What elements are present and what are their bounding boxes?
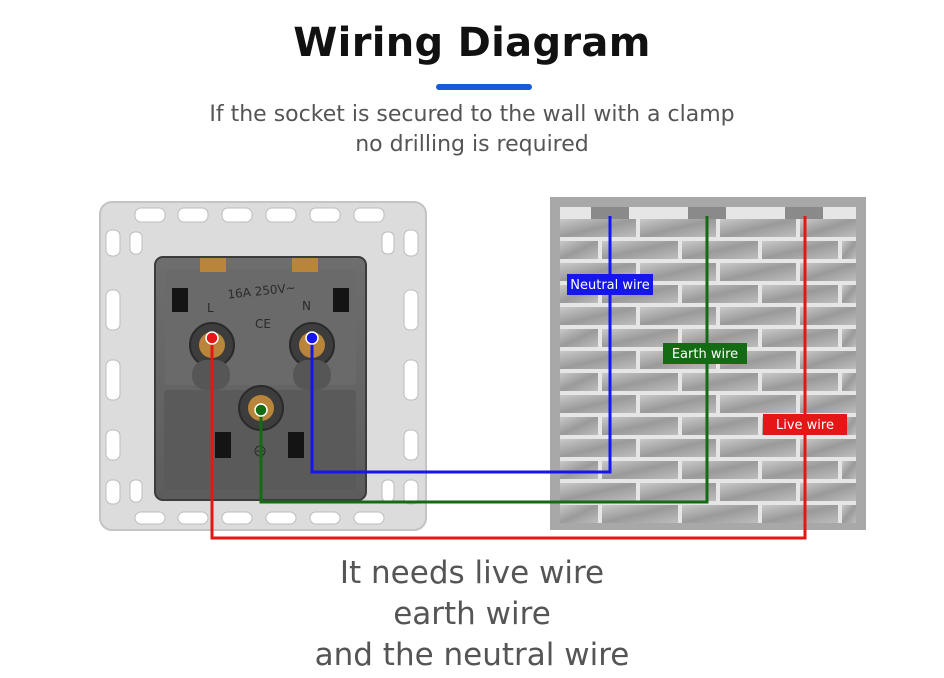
footer-line-3: and the neutral wire	[314, 637, 630, 673]
brick	[640, 263, 716, 281]
brick	[762, 285, 838, 303]
brick	[560, 373, 598, 391]
neutral-wire-label: Neutral wire	[567, 274, 653, 295]
neutral-wire-label-text: Neutral wire	[570, 278, 649, 293]
wall-slot-2	[688, 207, 726, 219]
brick	[560, 241, 598, 259]
brick	[842, 285, 856, 303]
brick	[640, 483, 716, 501]
brick	[842, 241, 856, 259]
brick	[720, 307, 796, 325]
brick	[720, 483, 796, 501]
brick	[800, 395, 856, 413]
wall-slot-1	[591, 207, 629, 219]
brick	[682, 373, 758, 391]
brick	[560, 395, 636, 413]
neutral-wire	[310, 216, 612, 474]
clamp-slot-top-right	[333, 288, 349, 312]
wall-slot-3	[785, 207, 823, 219]
brick	[762, 505, 838, 523]
brick	[720, 395, 796, 413]
brick	[640, 219, 716, 237]
brick	[682, 285, 758, 303]
brick	[602, 241, 678, 259]
brick	[800, 219, 856, 237]
brick	[842, 505, 856, 523]
live-wire-label: Live wire	[763, 414, 847, 435]
brick	[720, 439, 796, 457]
brick	[762, 373, 838, 391]
brick	[720, 219, 796, 237]
live-wire	[210, 216, 807, 540]
earth-wire-label: Earth wire	[663, 343, 747, 364]
live-terminal-mark: L	[207, 301, 214, 315]
live-wire-label-text: Live wire	[776, 418, 834, 433]
brick	[800, 307, 856, 325]
brick	[842, 329, 856, 347]
brick	[640, 395, 716, 413]
brick	[762, 461, 838, 479]
clamp-slot-bottom-right	[288, 432, 304, 458]
footer-line-2: earth wire	[393, 596, 551, 632]
brick	[602, 329, 678, 347]
brick	[560, 439, 636, 457]
clamp-slot-top-left	[172, 288, 188, 312]
earth-wire-label-text: Earth wire	[672, 347, 738, 362]
earth-connection-dot	[254, 403, 268, 417]
brick	[800, 483, 856, 501]
brick	[560, 483, 636, 501]
brick	[602, 505, 678, 523]
neutral-connection-dot	[305, 331, 319, 345]
brick	[762, 241, 838, 259]
subtitle-line-2: no drilling is required	[355, 132, 589, 157]
brick	[682, 241, 758, 259]
ce-mark: CE	[255, 317, 271, 331]
footer-line-1: It needs live wire	[339, 555, 605, 591]
brick	[560, 219, 636, 237]
brick	[560, 307, 636, 325]
brick	[800, 439, 856, 457]
brick	[842, 373, 856, 391]
brick	[640, 307, 716, 325]
brick	[640, 439, 716, 457]
brick	[842, 461, 856, 479]
page-title: Wiring Diagram	[293, 20, 651, 66]
clamp-slot-bottom-left	[215, 432, 231, 458]
brick	[602, 461, 678, 479]
brick	[602, 373, 678, 391]
neutral-terminal-mark: N	[302, 299, 311, 313]
brick	[560, 417, 598, 435]
footer-text: It needs live wire earth wire and the ne…	[0, 553, 944, 676]
brick	[762, 329, 838, 347]
subtitle: If the socket is secured to the wall wit…	[0, 100, 944, 160]
brick	[682, 505, 758, 523]
brick	[682, 461, 758, 479]
brick	[560, 461, 598, 479]
brick	[682, 417, 758, 435]
brick	[602, 417, 678, 435]
brick	[560, 505, 598, 523]
top-terminal-right	[292, 258, 318, 272]
top-terminal-left	[200, 258, 226, 272]
brick	[800, 351, 856, 369]
title-underline	[436, 84, 532, 90]
brick	[560, 351, 636, 369]
brick	[682, 329, 758, 347]
subtitle-line-1: If the socket is secured to the wall wit…	[209, 102, 735, 127]
live-connection-dot	[205, 331, 219, 345]
brick	[720, 263, 796, 281]
brick	[800, 263, 856, 281]
brick	[560, 329, 598, 347]
